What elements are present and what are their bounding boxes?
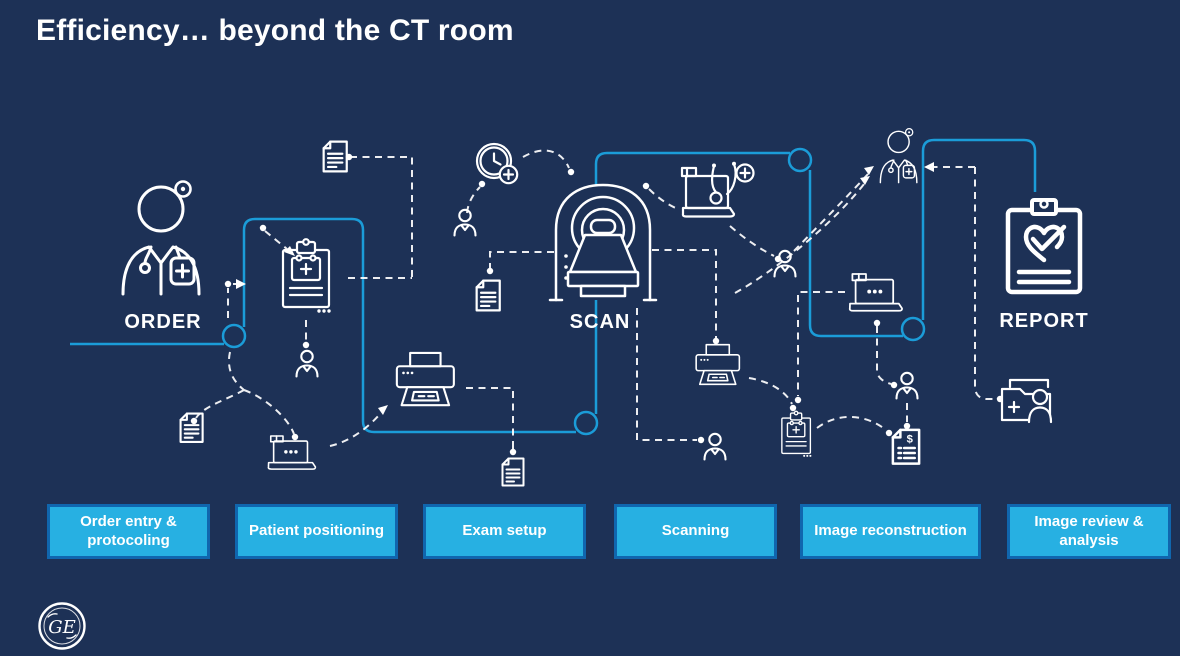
invoice-document-icon [891, 428, 921, 465]
report-heart-clipboard-icon [1008, 200, 1080, 292]
stage-label-order: ORDER [124, 311, 202, 333]
ct-scanner-icon [548, 183, 658, 302]
laptop-icon [848, 273, 903, 312]
clipboard-calendar-icon [781, 410, 813, 458]
cyan-workflow-path [70, 138, 1037, 436]
connector-arrows [236, 162, 934, 415]
clinician-icon [879, 127, 918, 184]
laptop-stethoscope-icon [680, 160, 755, 218]
stage-label-scan: SCAN [569, 311, 631, 333]
ge-logo-monogram: GE [48, 617, 76, 638]
step-button-image-reconstruction[interactable]: Image reconstruction [800, 504, 981, 559]
document-icon [322, 140, 348, 173]
patient-folder-icon [1000, 378, 1053, 424]
stage-label-report: REPORT [999, 310, 1089, 332]
person-icon [703, 432, 727, 461]
clock-add-icon [475, 142, 519, 185]
step-button-image-review[interactable]: Image review & analysis [1007, 504, 1171, 559]
slide-title: Efficiency… beyond the CT room [36, 14, 514, 47]
person-icon [895, 371, 919, 400]
connector-dots [190, 153, 1004, 456]
doctor-icon [121, 180, 201, 296]
clipboard-calendar-icon [281, 238, 332, 314]
step-button-scanning[interactable]: Scanning [614, 504, 777, 559]
document-icon [475, 279, 501, 312]
laptop-icon [267, 435, 317, 470]
step-button-exam-setup[interactable]: Exam setup [423, 504, 586, 559]
ge-logo: GE [36, 600, 88, 652]
document-icon [179, 412, 204, 443]
printer-icon [695, 343, 741, 386]
document-icon [501, 457, 525, 487]
step-button-order-entry[interactable]: Order entry & protocoling [47, 504, 210, 559]
person-icon [295, 349, 319, 378]
step-button-patient-positioning[interactable]: Patient positioning [235, 504, 398, 559]
printer-icon [395, 351, 455, 407]
dashed-connectors [195, 149, 996, 452]
person-icon [453, 208, 477, 237]
